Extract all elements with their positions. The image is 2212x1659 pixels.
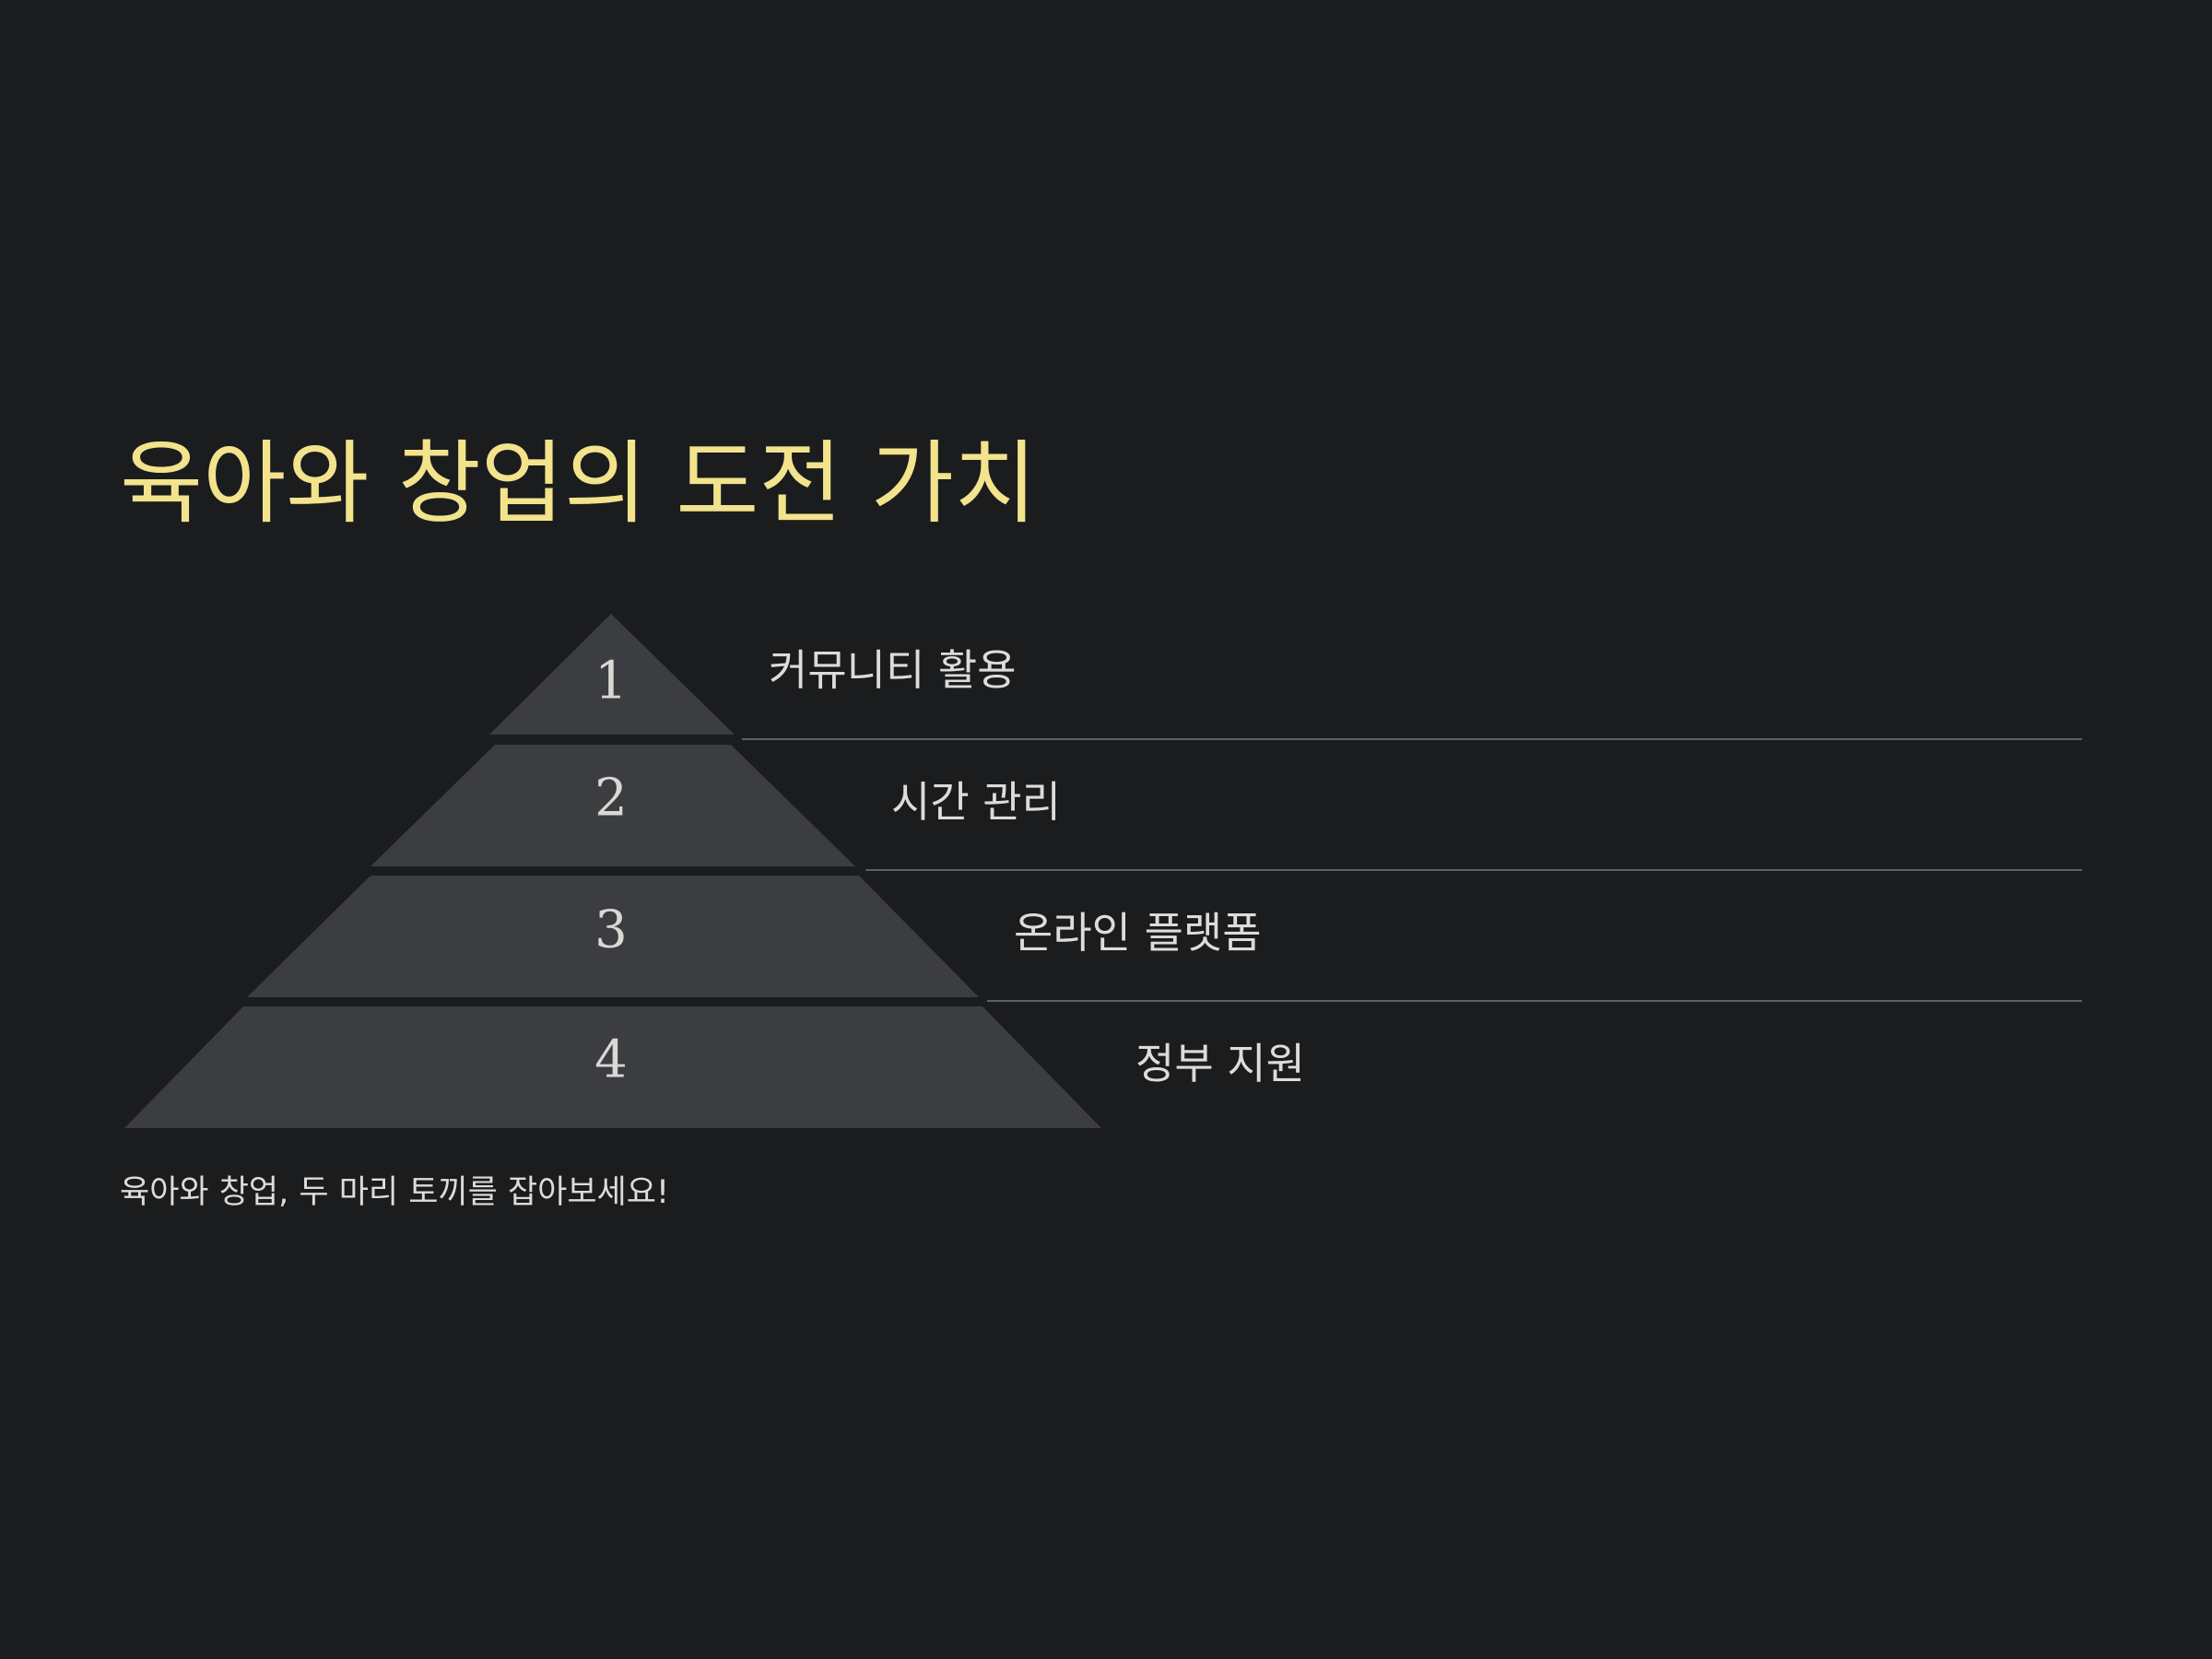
tier-4-number: 4 <box>594 1030 628 1090</box>
slide-tagline: 육아와 창업, 두 마리 토끼를 잡아보세요! <box>120 1174 669 1211</box>
pyramid-tier-4 <box>124 1006 1101 1128</box>
tier-4-label: 정부 지원 <box>1135 1039 1305 1088</box>
tier-3-number: 3 <box>594 900 628 960</box>
slide-title: 육아와 창업의 도전 가치 <box>120 431 1038 536</box>
tier-3-label: 온라인 플랫폼 <box>1014 908 1262 958</box>
tier-2-number: 2 <box>594 769 628 829</box>
tier-1-label: 커뮤니티 활용 <box>769 645 1017 695</box>
tier-1-number: 1 <box>594 652 628 712</box>
pyramid-tier-3 <box>247 876 979 997</box>
tier-2-label: 시간 관리 <box>891 777 1061 827</box>
pyramid-tier-2 <box>371 745 855 866</box>
pyramid-tier-1 <box>489 614 735 735</box>
